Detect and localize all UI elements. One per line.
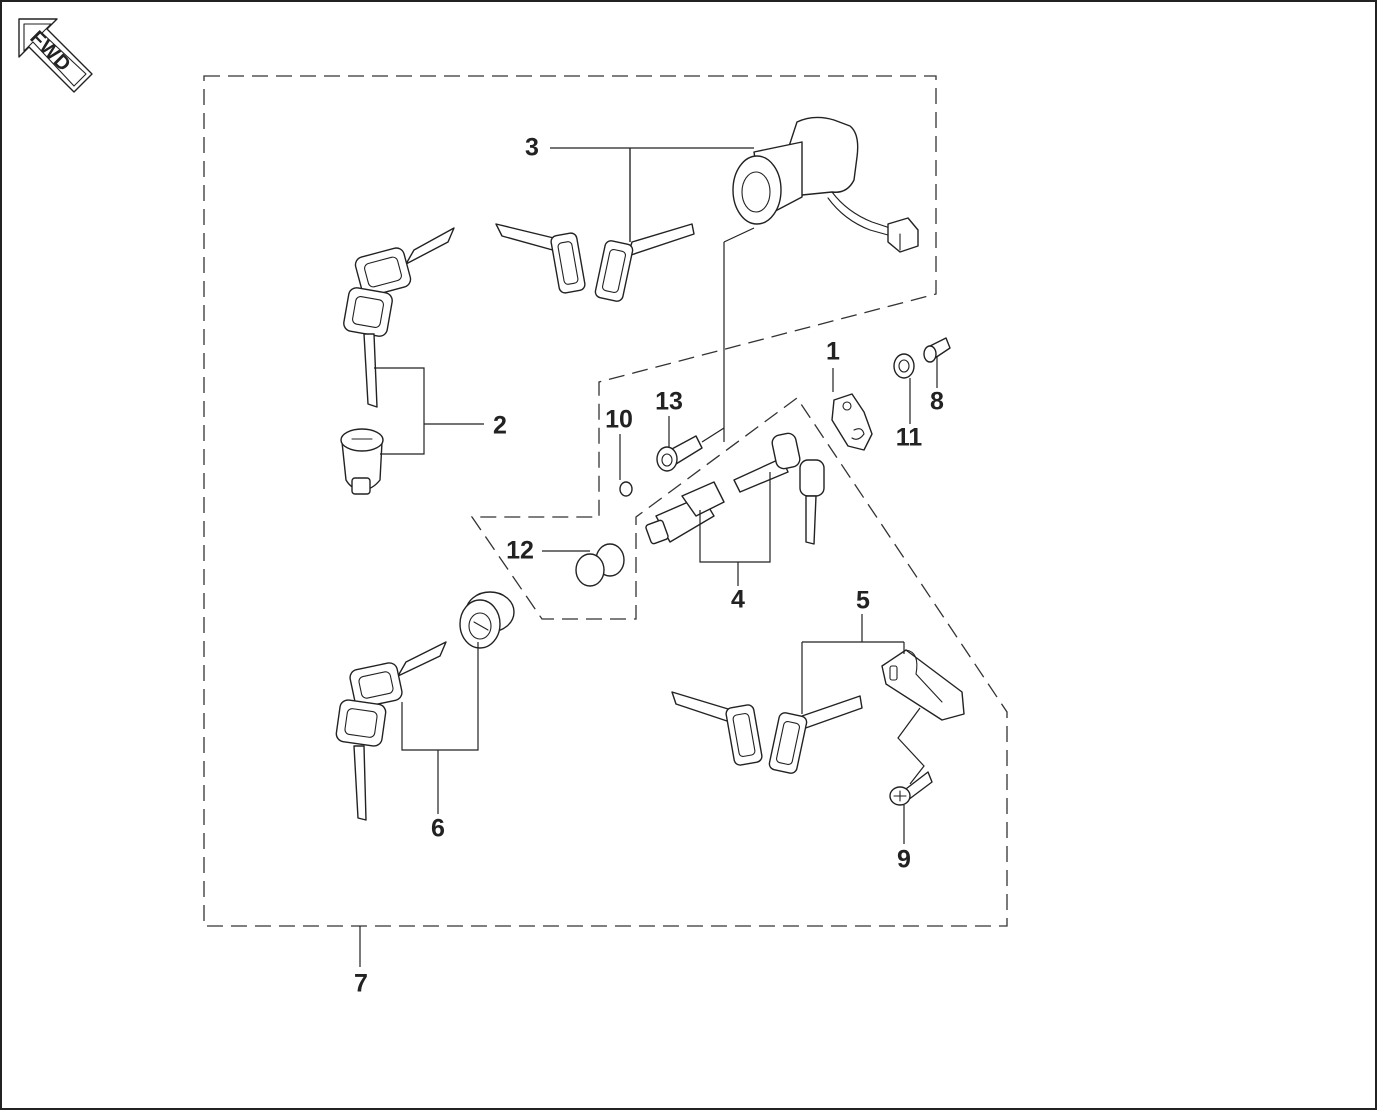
leader-3-b <box>723 227 755 243</box>
callout-9: 9 <box>897 845 911 874</box>
lock-cylinder-2 <box>340 428 384 495</box>
fwd-arrow-icon <box>18 18 93 93</box>
lock-cylinder-4 <box>645 481 725 545</box>
keys-set-2 <box>343 227 455 408</box>
callout-2: 2 <box>493 411 507 440</box>
callout-5: 5 <box>856 586 870 615</box>
leader-6 <box>401 642 479 814</box>
callout-7: 7 <box>354 969 368 998</box>
callout-8: 8 <box>930 387 944 416</box>
callout-3: 3 <box>525 133 539 162</box>
callout-6: 6 <box>431 814 445 843</box>
washer-11 <box>893 353 915 379</box>
ball-10 <box>619 481 633 497</box>
ignition-switch <box>732 116 919 253</box>
leader-4 <box>699 472 771 586</box>
leader-3 <box>550 147 754 242</box>
lock-cylinder-6 <box>459 591 515 649</box>
callout-10: 10 <box>605 405 633 434</box>
callout-1: 1 <box>826 337 840 366</box>
kit-outline <box>203 75 1008 927</box>
callout-11: 11 <box>895 423 923 452</box>
keys-set-4 <box>733 432 825 545</box>
lock-bracket <box>831 393 873 451</box>
callout-12: 12 <box>506 536 534 565</box>
keys-set-3 <box>495 223 695 302</box>
rings-12 <box>575 543 625 587</box>
screw-9 <box>889 771 933 806</box>
keys-set-5 <box>671 691 863 774</box>
keys-set-6 <box>335 641 447 821</box>
screw-8 <box>923 337 951 363</box>
leader-5 <box>801 614 905 714</box>
bolt-13 <box>656 435 703 472</box>
lock-body-5 <box>881 649 965 721</box>
leader-2 <box>374 367 484 455</box>
callout-4: 4 <box>731 585 745 614</box>
callout-13: 13 <box>655 387 683 416</box>
